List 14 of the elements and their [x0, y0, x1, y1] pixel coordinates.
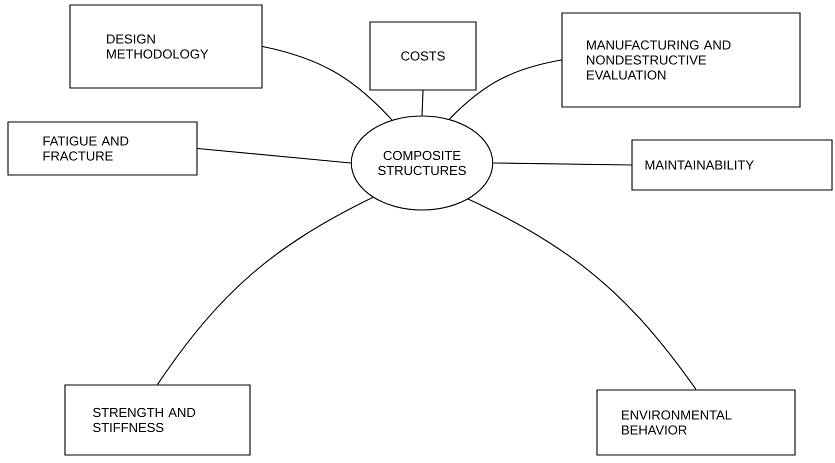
connector-line: [449, 59, 562, 120]
connector-line: [198, 148, 351, 164]
topic-box: MANUFACTURING AND NONDESTRUCTIVE EVALUATION: [561, 12, 801, 108]
connector-line: [262, 46, 392, 120]
connector-line: [421, 90, 424, 116]
topic-box: STRENGTH AND STIFFNESS: [64, 384, 251, 456]
topic-box: ENVIRONMENTAL BEHAVIOR: [596, 389, 796, 456]
topic-box: FATIGUE AND FRACTURE: [7, 121, 198, 176]
topic-box: DESIGN METHODOLOGY: [69, 4, 263, 89]
topic-box: MAINTAINABILITY: [631, 139, 833, 191]
connector-line: [468, 198, 696, 390]
topic-box: COSTS: [369, 21, 477, 91]
connector-line: [157, 196, 374, 385]
connector-line: [493, 162, 632, 166]
